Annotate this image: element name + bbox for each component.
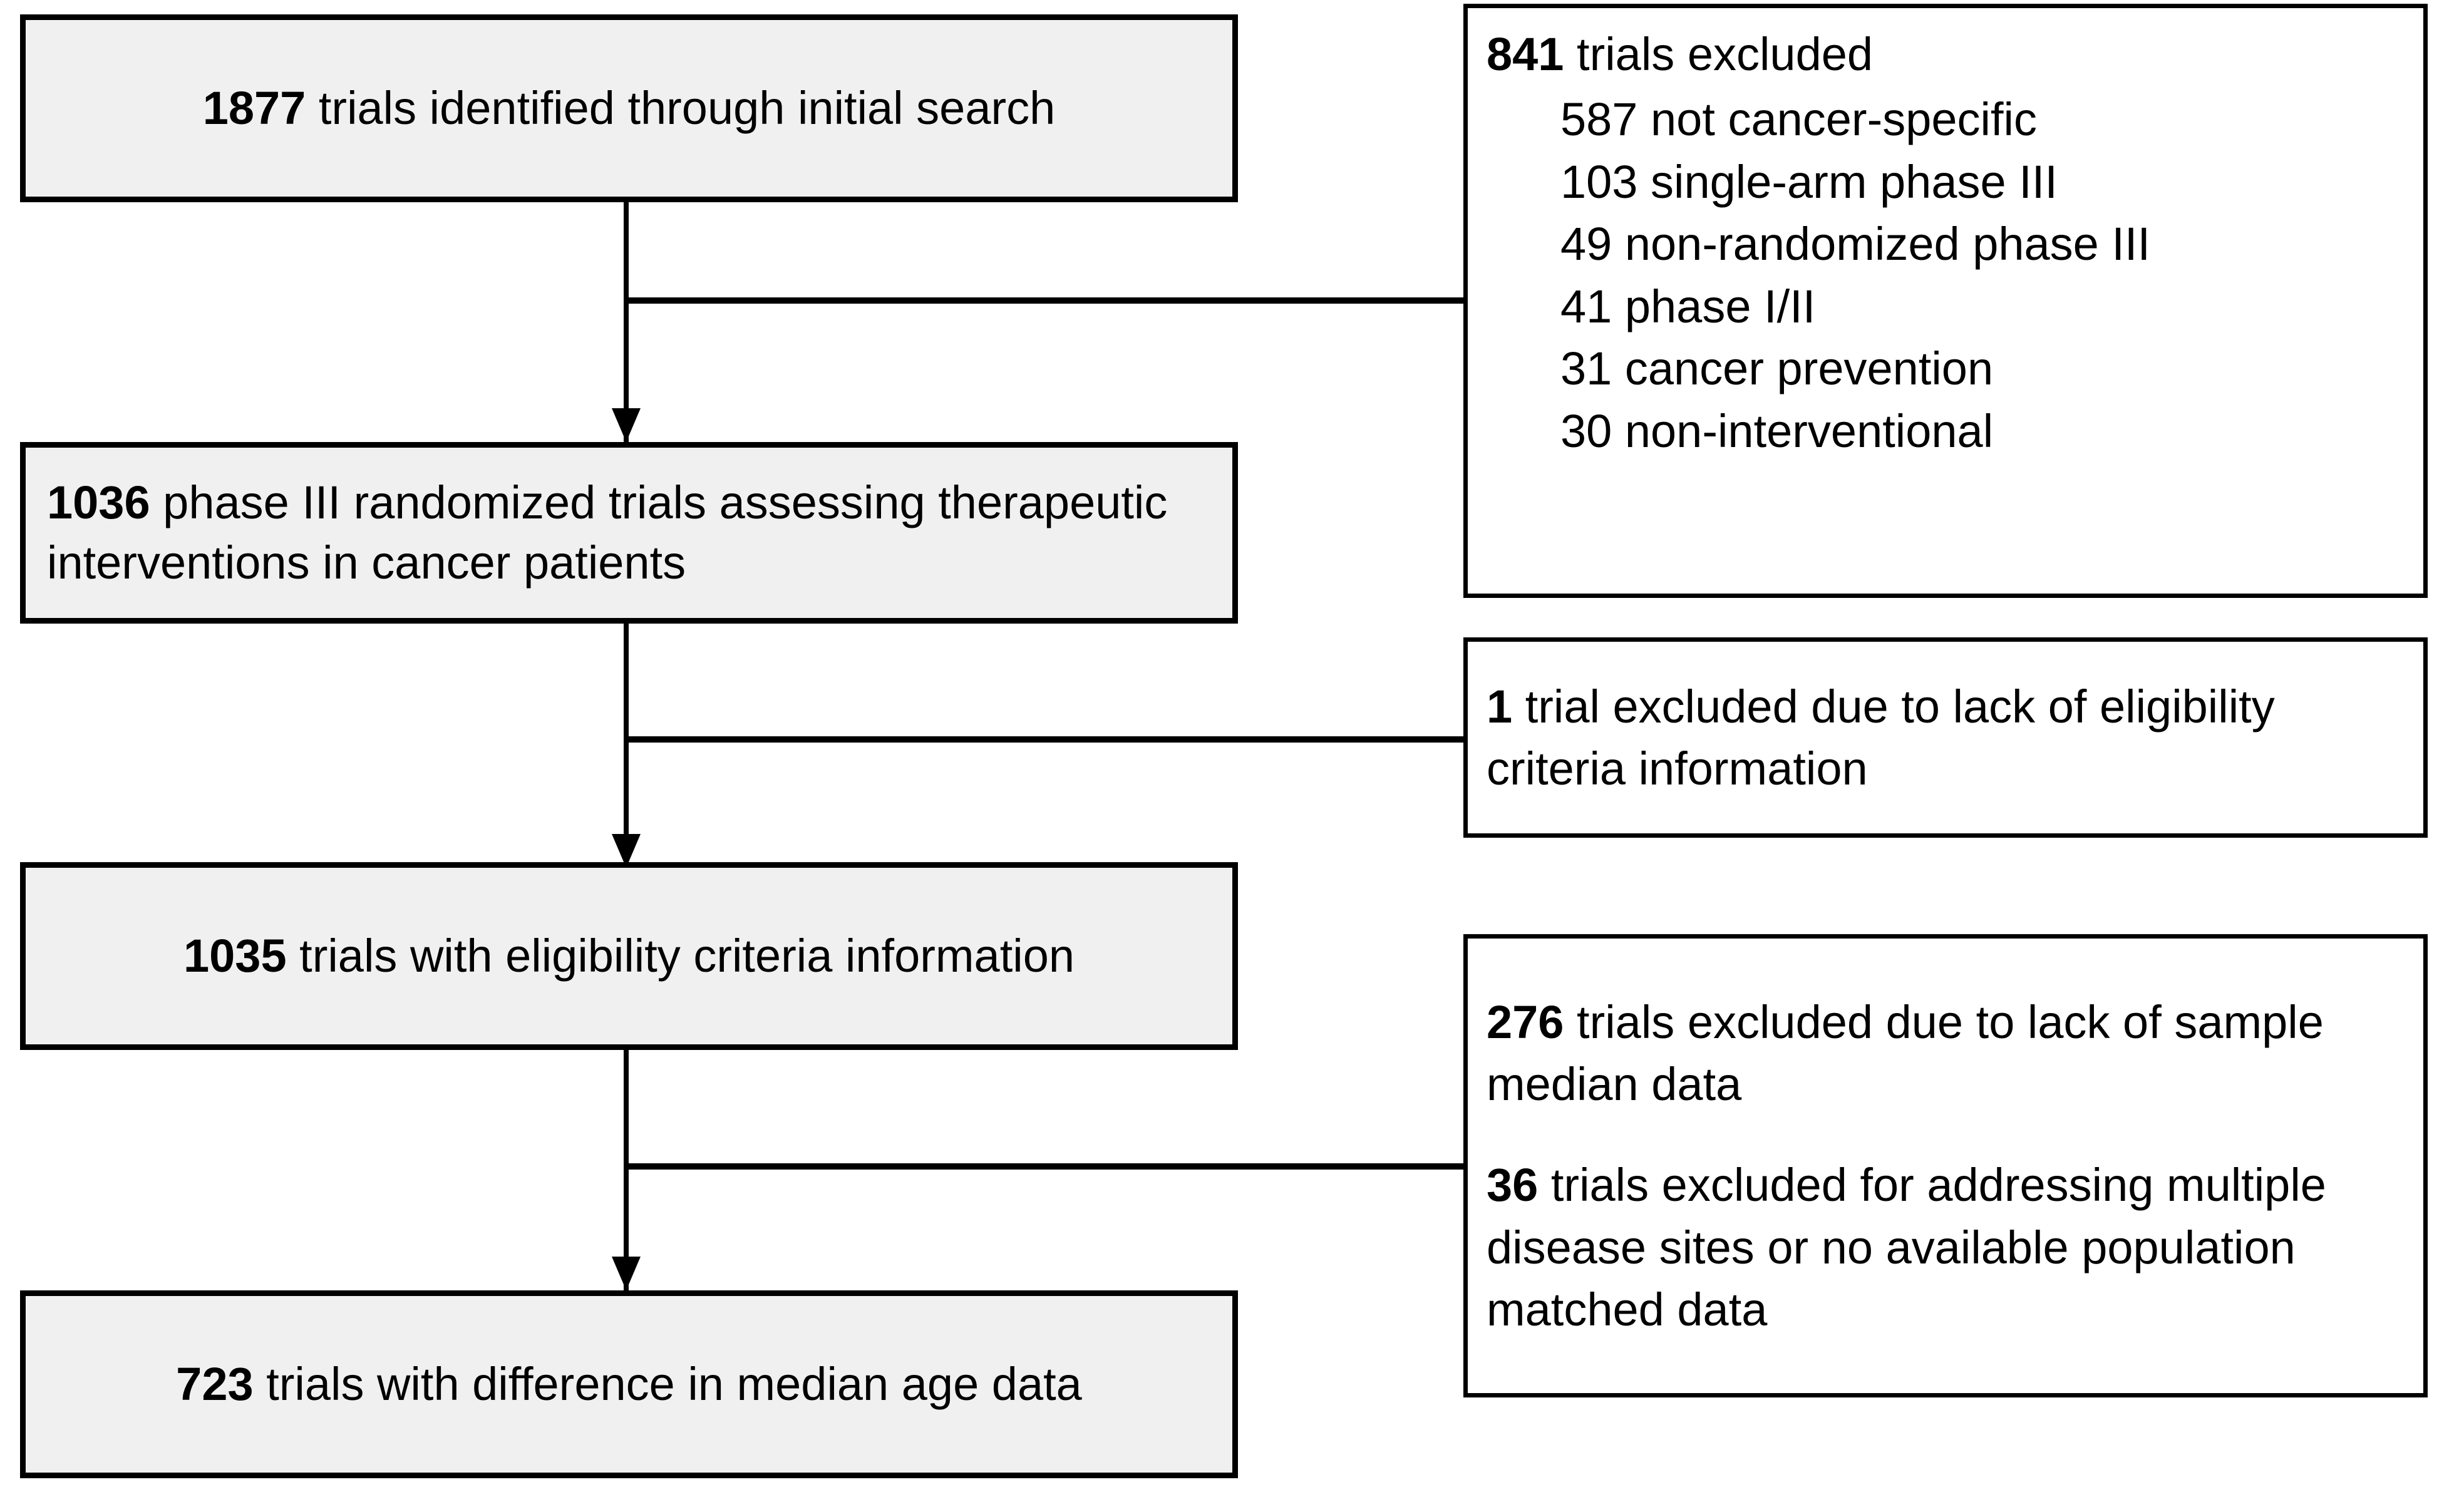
arrow-head-step2 [612, 408, 641, 442]
exclusion-item: 49 non-randomized phase III [1560, 218, 2151, 270]
flow-box-step4-count: 723 [176, 1357, 254, 1410]
flow-box-step3: 1035 trials with eligibility criteria in… [20, 862, 1238, 1050]
exclusion-box-3-label-2: trials excluded for addressing multiple … [1487, 1159, 2326, 1335]
exclusion-box-3-paragraph-1: 276 trials excluded due to lack of sampl… [1487, 991, 2405, 1115]
exclusion-item: 587 not cancer-specific [1560, 93, 2037, 146]
connector-step2-branch-horizontal [624, 736, 1466, 743]
exclusion-box-1: 841 trials excluded 587 not cancer-speci… [1463, 4, 2428, 598]
flow-box-step2-text: 1036 phase III randomized trials assessi… [47, 473, 1211, 593]
flow-box-step1-count: 1877 [202, 81, 306, 134]
flow-box-step3-label: trials with eligibility criteria informa… [286, 929, 1075, 982]
flow-box-step4-text: 723 trials with difference in median age… [47, 1354, 1211, 1414]
flow-box-step3-count: 1035 [183, 929, 287, 982]
connector-step1-branch-horizontal [624, 297, 1466, 304]
exclusion-box-3-count-1: 276 [1487, 996, 1564, 1049]
exclusion-box-1-heading: 841 trials excluded [1487, 24, 2405, 85]
flow-box-step1-label: trials identified through initial search [306, 81, 1056, 134]
exclusion-box-1-count: 841 [1487, 28, 1564, 80]
exclusion-item: 30 non-interventional [1560, 404, 1994, 457]
connector-step2-step3-vertical [624, 624, 629, 868]
exclusion-box-3-paragraph-2: 36 trials excluded for addressing multip… [1487, 1154, 2405, 1340]
exclusion-box-2-count: 1 [1487, 680, 1513, 733]
flow-box-step1-text: 1877 trials identified through initial s… [47, 78, 1211, 138]
exclusion-box-2-label: trial excluded due to lack of eligibilit… [1487, 680, 2275, 795]
exclusion-item: 41 phase I/II [1560, 280, 1816, 332]
exclusion-box-1-heading-label: trials excluded [1564, 28, 1874, 80]
exclusion-box-1-list: 587 not cancer-specific 103 single-arm p… [1487, 88, 2405, 462]
flow-box-step2: 1036 phase III randomized trials assessi… [20, 442, 1238, 624]
connector-step1-step2-vertical [624, 202, 629, 442]
connector-step3-step4-vertical [624, 1050, 629, 1290]
arrow-head-step4 [612, 1257, 641, 1290]
exclusion-item: 31 cancer prevention [1560, 342, 1994, 395]
flow-box-step4: 723 trials with difference in median age… [20, 1290, 1238, 1478]
flow-box-step3-text: 1035 trials with eligibility criteria in… [47, 926, 1211, 986]
flow-box-step2-count: 1036 [47, 476, 150, 528]
exclusion-box-3-spacer [1487, 1115, 2405, 1154]
flow-box-step4-label: trials with difference in median age dat… [253, 1357, 1082, 1410]
exclusion-box-2-text: 1 trial excluded due to lack of eligibil… [1487, 676, 2405, 800]
exclusion-item: 103 single-arm phase III [1560, 155, 2058, 208]
exclusion-box-3: 276 trials excluded due to lack of sampl… [1463, 934, 2428, 1397]
flow-box-step2-label: phase III randomized trials assessing th… [47, 476, 1168, 589]
exclusion-box-3-label-1: trials excluded due to lack of sample me… [1487, 996, 2324, 1111]
flow-box-step1: 1877 trials identified through initial s… [20, 14, 1238, 202]
exclusion-box-2: 1 trial excluded due to lack of eligibil… [1463, 637, 2428, 838]
exclusion-box-3-count-2: 36 [1487, 1159, 1539, 1212]
connector-step3-branch-horizontal [624, 1163, 1466, 1170]
